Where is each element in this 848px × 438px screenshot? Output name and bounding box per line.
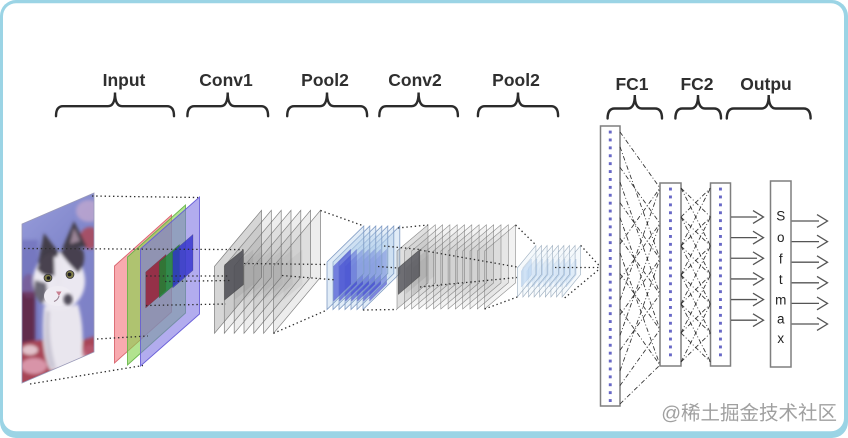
svg-text:m: m xyxy=(775,292,786,307)
svg-text:t: t xyxy=(779,272,783,287)
svg-text:Pool2: Pool2 xyxy=(492,70,540,90)
svg-text:S: S xyxy=(776,208,785,223)
svg-text:FC1: FC1 xyxy=(615,74,648,94)
svg-text:Outpu: Outpu xyxy=(740,74,792,94)
svg-text:Conv2: Conv2 xyxy=(388,70,442,90)
svg-text:o: o xyxy=(777,230,785,245)
svg-text:Input: Input xyxy=(103,70,146,90)
svg-text:Pool2: Pool2 xyxy=(301,70,349,90)
svg-text:FC2: FC2 xyxy=(680,74,713,94)
svg-text:@稀土掘金技术社区: @稀土掘金技术社区 xyxy=(661,403,837,425)
svg-text:x: x xyxy=(777,331,784,346)
svg-text:a: a xyxy=(777,312,785,327)
svg-text:f: f xyxy=(779,252,783,267)
svg-text:Conv1: Conv1 xyxy=(199,70,253,90)
